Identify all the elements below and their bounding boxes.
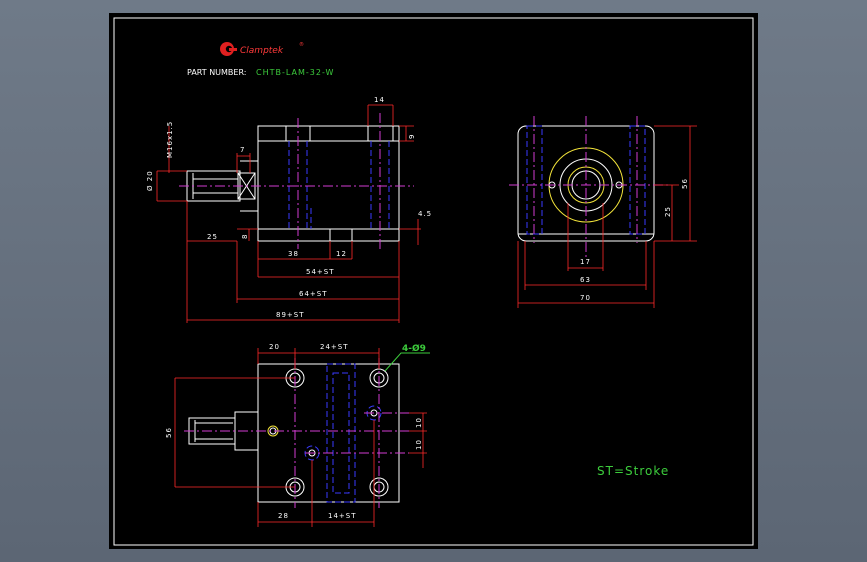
brand-name: Clamptek bbox=[240, 46, 284, 56]
hole-callout: 4-Ø9 bbox=[402, 343, 426, 354]
dim-38: 38 bbox=[288, 250, 299, 258]
dim-64-st: 64+ST bbox=[299, 290, 328, 298]
cad-drawing: Clamptek ® PART NUMBER: CHTB-LAM-32-W bbox=[113, 17, 754, 546]
sheet-border bbox=[113, 17, 754, 546]
dim-12: 12 bbox=[336, 250, 347, 258]
dim-end-17: 17 bbox=[580, 258, 591, 266]
dim-top-10a: 10 bbox=[415, 417, 423, 428]
drawing-sheet: Clamptek ® PART NUMBER: CHTB-LAM-32-W bbox=[109, 13, 758, 549]
dim-top-28: 28 bbox=[278, 512, 289, 520]
top-view: 20 24+ST 4-Ø9 56 10 10 28 14+ST bbox=[165, 343, 430, 527]
piston-rod bbox=[186, 170, 241, 202]
dim-89-st: 89+ST bbox=[276, 311, 305, 319]
dim-end-25: 25 bbox=[664, 206, 672, 217]
dim-rod-diameter: Ø 20 bbox=[146, 170, 154, 191]
dim-thread: M16x1.5 bbox=[166, 121, 174, 158]
side-view-body bbox=[257, 125, 400, 242]
brand-logo bbox=[220, 42, 237, 56]
dim-9: 9 bbox=[408, 134, 416, 139]
dim-end-63: 63 bbox=[580, 276, 591, 284]
dim-54-st: 54+ST bbox=[306, 268, 335, 276]
dim-top-24-st: 24+ST bbox=[320, 343, 349, 351]
dim-end-70: 70 bbox=[580, 294, 591, 302]
dim-end-56: 56 bbox=[681, 178, 689, 189]
dim-top-56: 56 bbox=[165, 427, 173, 438]
part-number-label: PART NUMBER: bbox=[187, 68, 246, 77]
dim-top-20: 20 bbox=[269, 343, 280, 351]
dim-14: 14 bbox=[374, 96, 385, 104]
dim-top-14-st: 14+ST bbox=[328, 512, 357, 520]
dim-7: 7 bbox=[240, 146, 245, 154]
dim-top-10b: 10 bbox=[415, 439, 423, 450]
brand-registered-mark: ® bbox=[299, 41, 304, 48]
mount-hole bbox=[369, 477, 389, 497]
dim-25: 25 bbox=[207, 233, 218, 241]
part-number-value: CHTB-LAM-32-W bbox=[256, 68, 334, 77]
dim-8: 8 bbox=[241, 234, 249, 239]
stroke-note: ST=Stroke bbox=[597, 464, 669, 478]
dim-4-5: 4.5 bbox=[418, 210, 432, 218]
end-view: 56 25 17 63 70 bbox=[509, 116, 697, 308]
side-view: M16x1.5 Ø 20 7 25 8 38 12 14 9 4.5 54+ST… bbox=[146, 96, 432, 323]
top-view-body bbox=[257, 363, 400, 503]
